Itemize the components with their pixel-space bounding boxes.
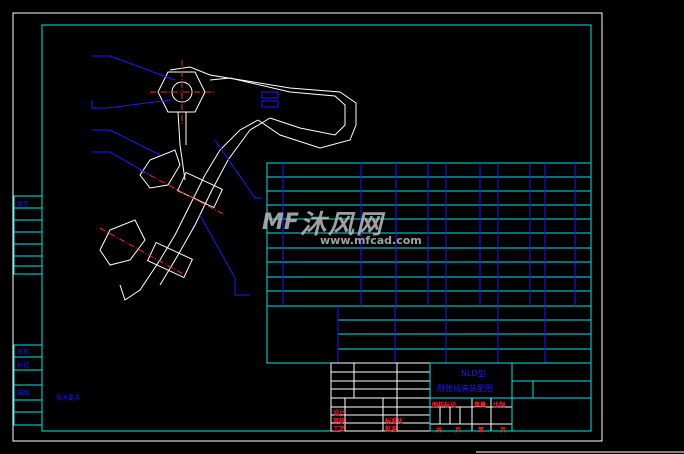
watermark-logo: MF (262, 210, 299, 235)
sidebar-label: 标记 (17, 362, 30, 369)
sidebar-label: 审核 (17, 349, 30, 356)
label-approve: 批准 (385, 426, 398, 433)
label-mark: 图样标记 (432, 402, 457, 409)
label-process: 工艺 (333, 426, 346, 433)
sidebar-label: 会签 (17, 201, 30, 208)
label-page: 页 (500, 427, 507, 434)
sidebar-table (13, 195, 43, 426)
parts-table-columns (282, 163, 576, 363)
notes-heading: 技术要求 (56, 395, 81, 402)
outer-border (12, 12, 603, 442)
label-page: 页 (455, 427, 462, 434)
label-total: 共 (436, 427, 443, 434)
watermark-name: 沐风网 (300, 210, 385, 240)
leader-lines (91, 55, 279, 296)
parts-table (266, 162, 592, 364)
drawing-title-model: NLD型 (461, 369, 486, 378)
label-scale: 比例 (493, 402, 506, 409)
watermark-url: www.mfcad.com (320, 234, 422, 247)
centerlines (99, 60, 226, 276)
titleblock-grid (330, 362, 512, 432)
sidebar-label: 描图 (17, 390, 30, 397)
label-checker: 审核 (333, 418, 346, 425)
label-weight: 重量 (474, 402, 487, 409)
label-standard: 标准化 (385, 418, 404, 425)
label-designer: 设计 (333, 410, 346, 417)
label-sheet: 第 (478, 427, 485, 434)
drawing-title: 耐张线夹装配图 (437, 384, 493, 393)
titleblock-frame (429, 362, 592, 432)
